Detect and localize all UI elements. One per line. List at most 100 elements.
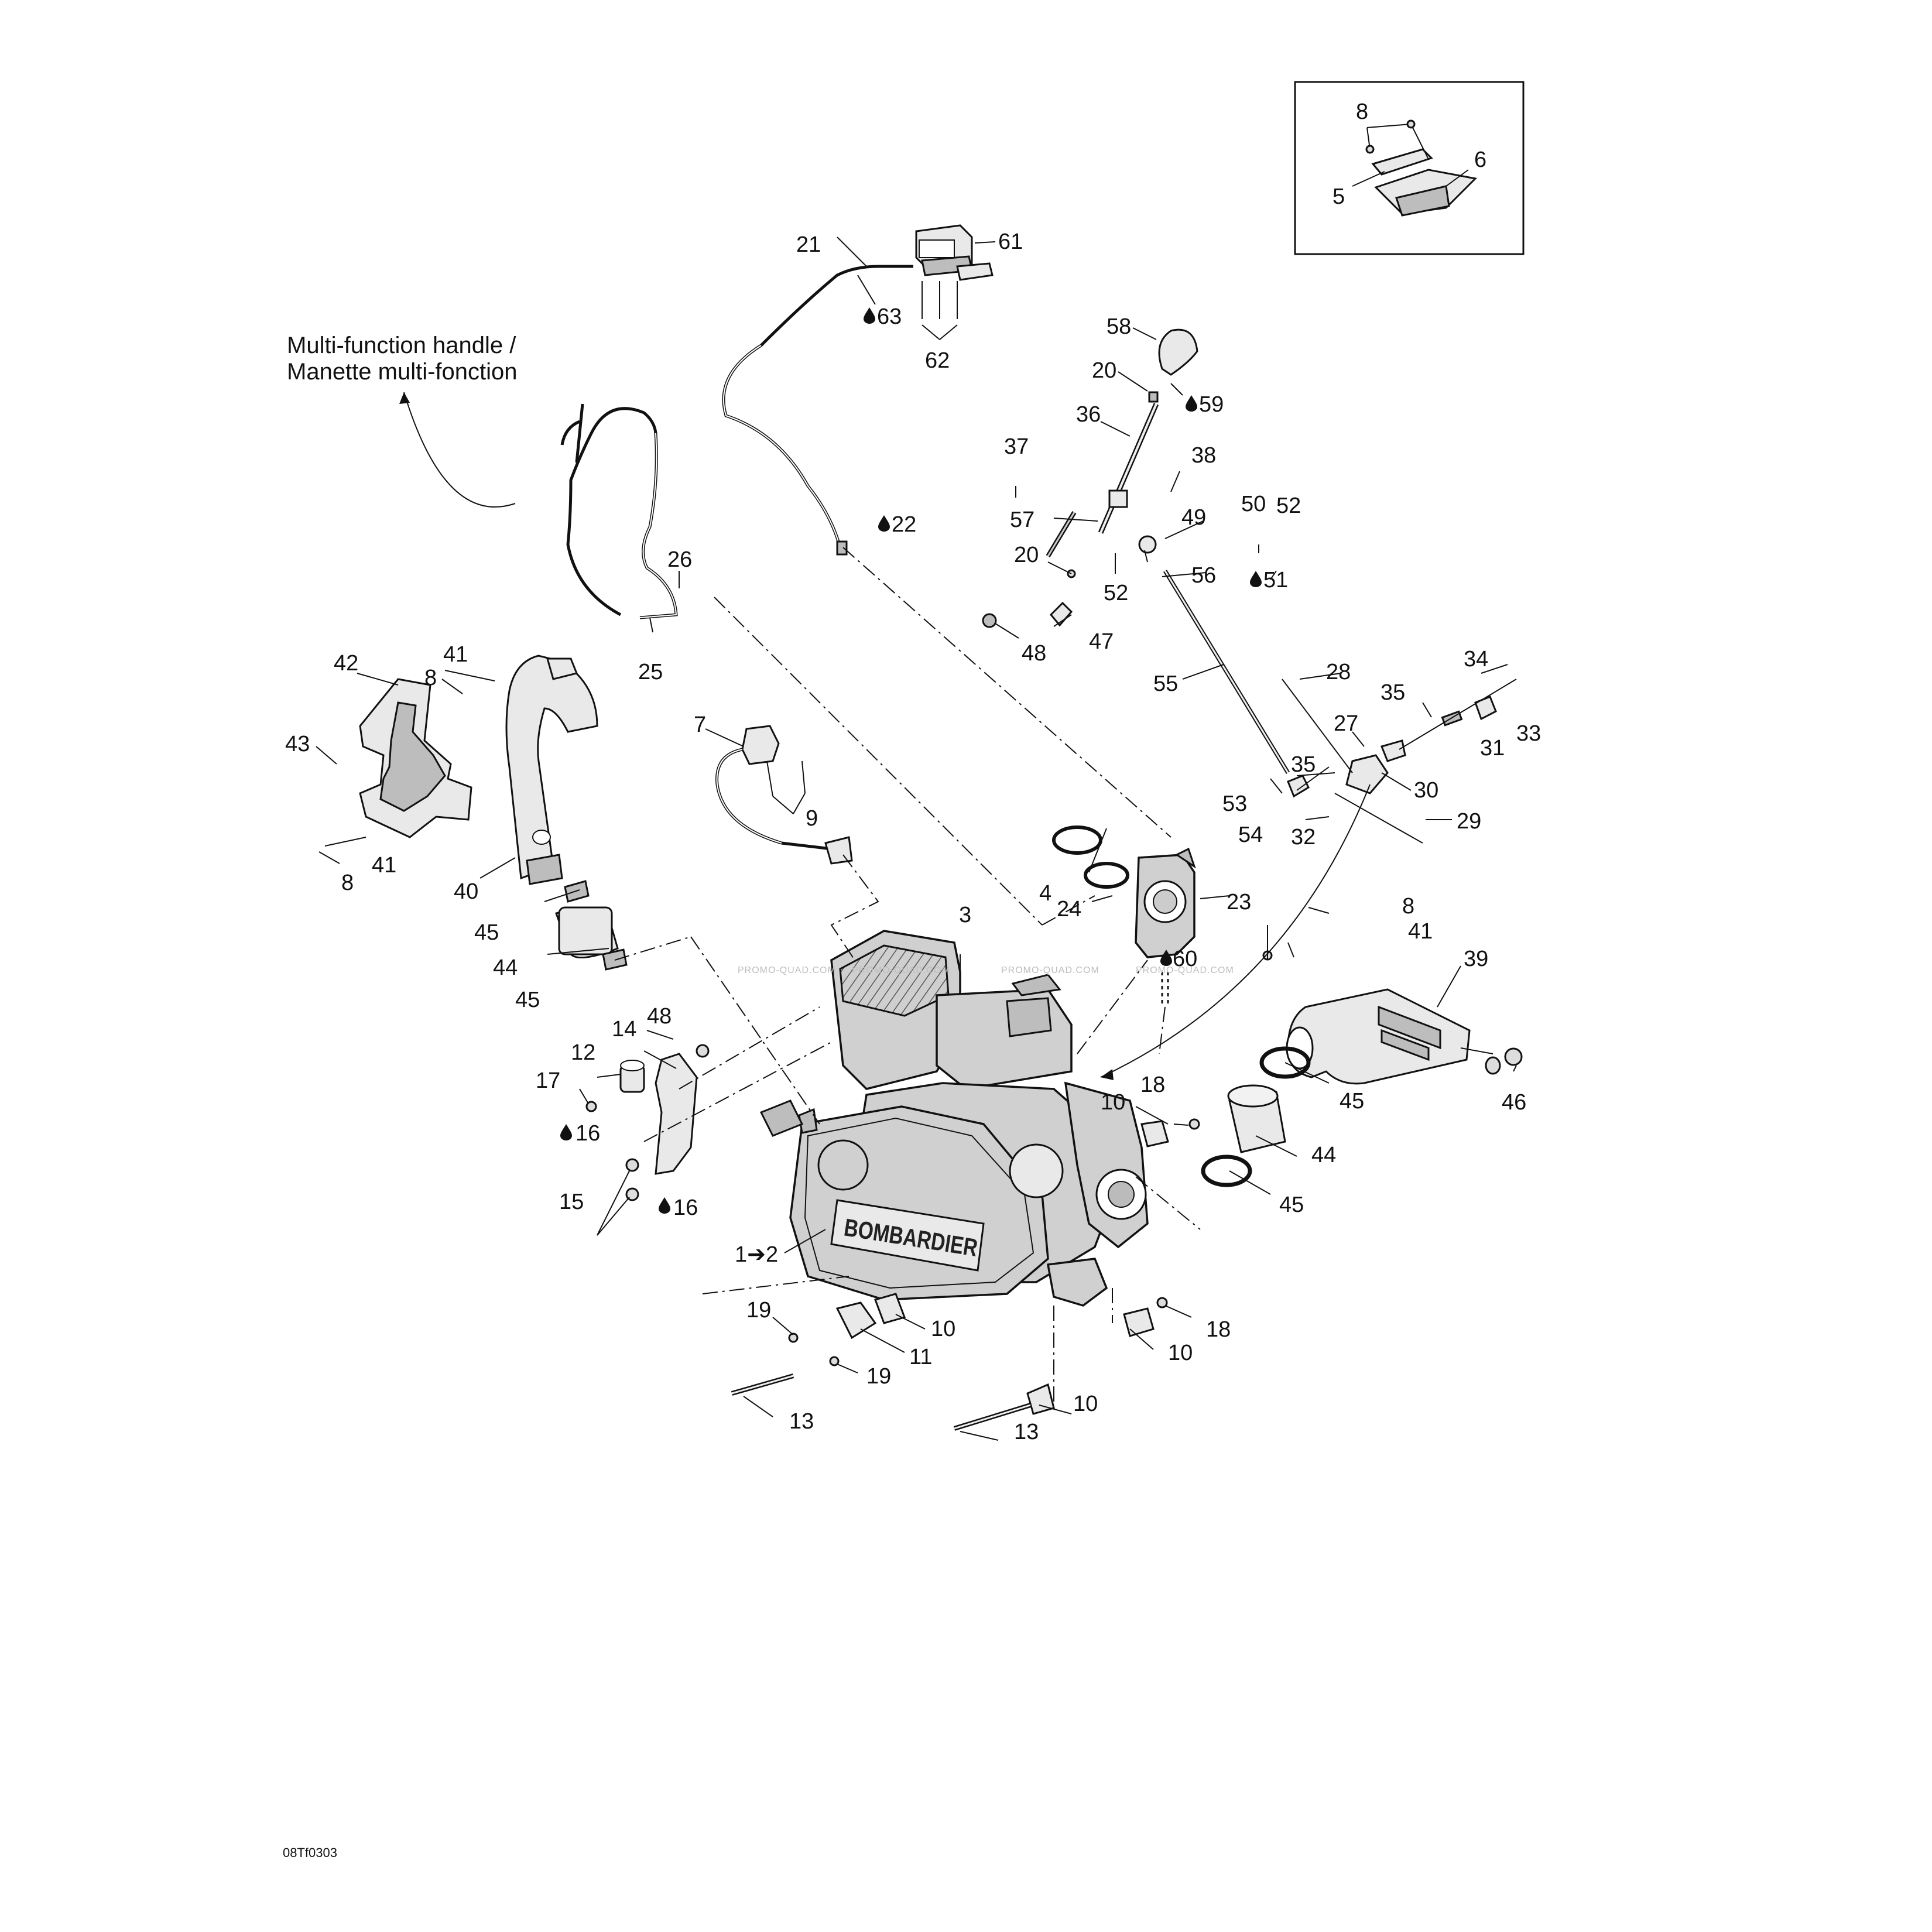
- callout-24: 24: [1057, 897, 1081, 922]
- callout-11: 11: [909, 1345, 932, 1369]
- callout-16b: 16: [673, 1195, 698, 1220]
- callout-41b: 41: [372, 853, 396, 878]
- callout-49: 49: [1181, 505, 1206, 530]
- callout-42: 42: [334, 651, 358, 676]
- callout-48: 48: [1022, 641, 1046, 666]
- callout-3: 3: [959, 903, 971, 927]
- note-label-line2: Manette multi-fonction: [287, 359, 518, 385]
- callout-25: 25: [638, 660, 663, 684]
- callout-56: 56: [1191, 563, 1216, 588]
- callout-7: 7: [694, 712, 706, 737]
- callout-20b: 20: [1014, 543, 1039, 567]
- heat-shield-part: [359, 678, 472, 838]
- callout-19: 19: [746, 1298, 771, 1323]
- inset-bracket: [1371, 148, 1478, 217]
- callout-19b: 19: [866, 1364, 891, 1389]
- callout-18: 18: [1140, 1073, 1165, 1097]
- callout-29: 29: [1457, 809, 1481, 834]
- callout-35: 35: [1381, 680, 1405, 705]
- multi-function-handle-note: Multi-function handle / Manette multi-fo…: [287, 333, 518, 385]
- muffler-part: [1286, 988, 1523, 1085]
- ignition-coil-part: [715, 725, 853, 865]
- callout-13: 13: [789, 1409, 814, 1434]
- callout-30: 30: [1414, 778, 1438, 803]
- callout-38: 38: [1191, 443, 1216, 468]
- callout-36: 36: [1076, 402, 1101, 427]
- callout-8d: 8: [1402, 894, 1414, 919]
- callout-10: 10: [1101, 1090, 1125, 1115]
- watermarks: PROMO-QUAD.COM PROMO-QUAD.COM PROMO-QUAD…: [738, 965, 1234, 975]
- callout-39: 39: [1464, 947, 1488, 971]
- callout-45d: 45: [1279, 1193, 1304, 1217]
- oil-drop-icon: [659, 1197, 670, 1214]
- callout-4: 4: [1039, 881, 1051, 906]
- callout-9: 9: [806, 806, 818, 831]
- throttle-lever-part: [915, 224, 994, 319]
- throttle-cable: [722, 265, 913, 556]
- inset-detail: [1294, 81, 1525, 255]
- callout-59: 59: [1199, 392, 1224, 417]
- engine-bracket: [585, 1044, 710, 1201]
- callout-41c: 41: [1408, 919, 1433, 944]
- callout-57: 57: [1010, 508, 1034, 532]
- engine-mounts: [731, 1118, 1200, 1431]
- oil-drop-icon: [1250, 571, 1262, 587]
- callout-33: 33: [1516, 721, 1541, 746]
- callout-40: 40: [454, 879, 478, 904]
- callout-53: 53: [1222, 792, 1247, 816]
- assembly-leader-lines: [614, 547, 1371, 1405]
- callout-10b: 10: [931, 1317, 955, 1341]
- callout-46: 46: [1502, 1090, 1526, 1115]
- callout-37: 37: [1004, 434, 1029, 459]
- callout-13b: 13: [1014, 1420, 1039, 1444]
- callout-27: 27: [1334, 711, 1358, 736]
- right-clamps: [1201, 925, 1311, 1187]
- oil-drop-icon: [878, 515, 890, 532]
- callout-54: 54: [1238, 823, 1263, 847]
- exhaust-sleeve-left: [544, 880, 628, 971]
- callout-5: 5: [1332, 184, 1345, 209]
- callout-51: 51: [1263, 568, 1288, 592]
- oil-drop-icon: [560, 1124, 572, 1140]
- callout-28: 28: [1326, 660, 1351, 684]
- callout-61: 61: [998, 229, 1023, 254]
- callout-50: 50: [1241, 492, 1266, 516]
- watermark-2: PROMO-QUAD.COM: [852, 965, 950, 975]
- throttle-body-part: [1052, 825, 1196, 1007]
- callout-48b: 48: [647, 1004, 672, 1029]
- callout-47: 47: [1089, 629, 1114, 654]
- callout-41: 41: [443, 642, 468, 667]
- callout-52b: 52: [1104, 581, 1128, 605]
- callout-10c: 10: [1168, 1341, 1193, 1365]
- callout-8b: 8: [424, 666, 437, 690]
- note-label-line1: Multi-function handle /: [287, 333, 516, 358]
- callout-18b: 18: [1206, 1317, 1231, 1342]
- callout-63: 63: [877, 304, 902, 329]
- callout-58: 58: [1107, 314, 1131, 339]
- callout-15: 15: [559, 1190, 584, 1214]
- callout-34: 34: [1464, 647, 1488, 672]
- callout-1-2: 1➔2: [735, 1242, 778, 1267]
- callout-17: 17: [536, 1068, 560, 1093]
- callout-8c: 8: [341, 871, 354, 895]
- watermark-4: PROMO-QUAD.COM: [1136, 965, 1234, 975]
- callout-14: 14: [612, 1017, 636, 1042]
- callout-leaders: [316, 237, 1517, 1441]
- callout-22: 22: [892, 512, 916, 537]
- oil-drop-icon: [1186, 395, 1197, 412]
- callout-21: 21: [796, 232, 821, 257]
- callout-32: 32: [1291, 825, 1316, 849]
- callout-45b: 45: [515, 988, 540, 1012]
- callout-45: 45: [474, 920, 499, 945]
- engine-assembly: BOMBARDIER: [759, 930, 1149, 1307]
- callout-35b: 35: [1291, 752, 1316, 777]
- callout-31: 31: [1480, 736, 1505, 761]
- callout-60: 60: [1173, 947, 1197, 971]
- callout-6: 6: [1474, 148, 1486, 172]
- callout-labels: 8 5 6 21 61 63 62 58 20 59 36 37 38 57 4…: [285, 100, 1541, 1444]
- callout-62: 62: [925, 348, 950, 373]
- callout-23: 23: [1227, 890, 1251, 914]
- callout-12: 12: [571, 1040, 595, 1065]
- callout-52: 52: [1276, 494, 1301, 518]
- air-duct-part: [505, 655, 598, 885]
